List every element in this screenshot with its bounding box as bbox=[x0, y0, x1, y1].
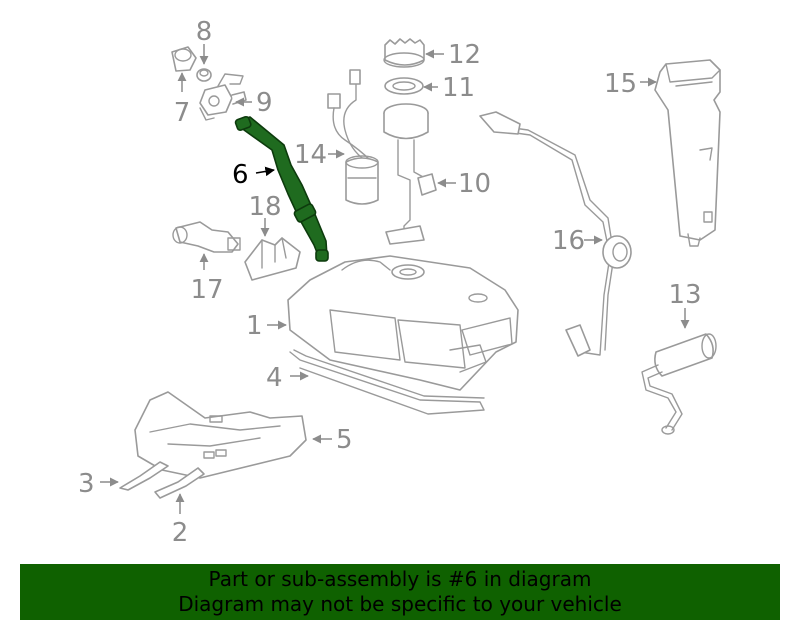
callout-11: 11 bbox=[442, 73, 475, 103]
part-2-bracket bbox=[154, 467, 205, 499]
info-banner: Part or sub-assembly is #6 in diagram Di… bbox=[20, 564, 780, 620]
callout-labels: 8 7 9 12 11 10 14 15 16 13 18 17 1 4 5 3… bbox=[78, 17, 702, 548]
callout-1: 1 bbox=[246, 311, 263, 341]
callout-3: 3 bbox=[78, 469, 95, 499]
callout-2: 2 bbox=[172, 518, 189, 548]
callout-15: 15 bbox=[604, 69, 637, 99]
callout-5: 5 bbox=[336, 425, 353, 455]
part-7-grommet bbox=[171, 46, 197, 72]
callout-18: 18 bbox=[248, 192, 281, 222]
callout-10: 10 bbox=[458, 169, 491, 199]
callout-4: 4 bbox=[266, 363, 283, 393]
part-10-sending-unit bbox=[383, 103, 437, 245]
callout-16: 16 bbox=[552, 226, 585, 256]
part-17-valve bbox=[172, 221, 241, 253]
callout-13: 13 bbox=[668, 280, 701, 310]
part-18-shield bbox=[244, 237, 301, 281]
callout-6-highlighted: 6 bbox=[232, 160, 249, 190]
part-9-valve bbox=[199, 73, 247, 121]
part-4-strap bbox=[289, 349, 485, 415]
callout-17: 17 bbox=[190, 275, 223, 305]
part-12-lock-ring bbox=[383, 38, 425, 68]
part-14-fuel-pump bbox=[327, 69, 379, 205]
callout-7: 7 bbox=[174, 98, 191, 128]
parts-diagram: 8 7 9 12 11 10 14 15 16 13 18 17 1 4 5 3… bbox=[78, 17, 721, 548]
banner-line-disclaimer: Diagram may not be specific to your vehi… bbox=[178, 592, 622, 616]
part-16-vent-line bbox=[479, 111, 632, 357]
part-6-filler-hose bbox=[234, 115, 329, 262]
part-1-fuel-tank bbox=[287, 255, 519, 391]
callout-14: 14 bbox=[294, 140, 327, 170]
callout-9: 9 bbox=[256, 88, 273, 118]
part-11-seal bbox=[384, 77, 424, 95]
part-8-cap bbox=[196, 68, 212, 82]
part-15-canister bbox=[654, 59, 721, 247]
leader-lines bbox=[100, 44, 690, 514]
callout-8: 8 bbox=[196, 17, 213, 47]
part-13-fuel-filter bbox=[641, 333, 717, 435]
callout-12: 12 bbox=[448, 40, 481, 70]
part-3-bracket bbox=[119, 461, 169, 491]
banner-line-part-number: Part or sub-assembly is #6 in diagram bbox=[208, 567, 592, 591]
